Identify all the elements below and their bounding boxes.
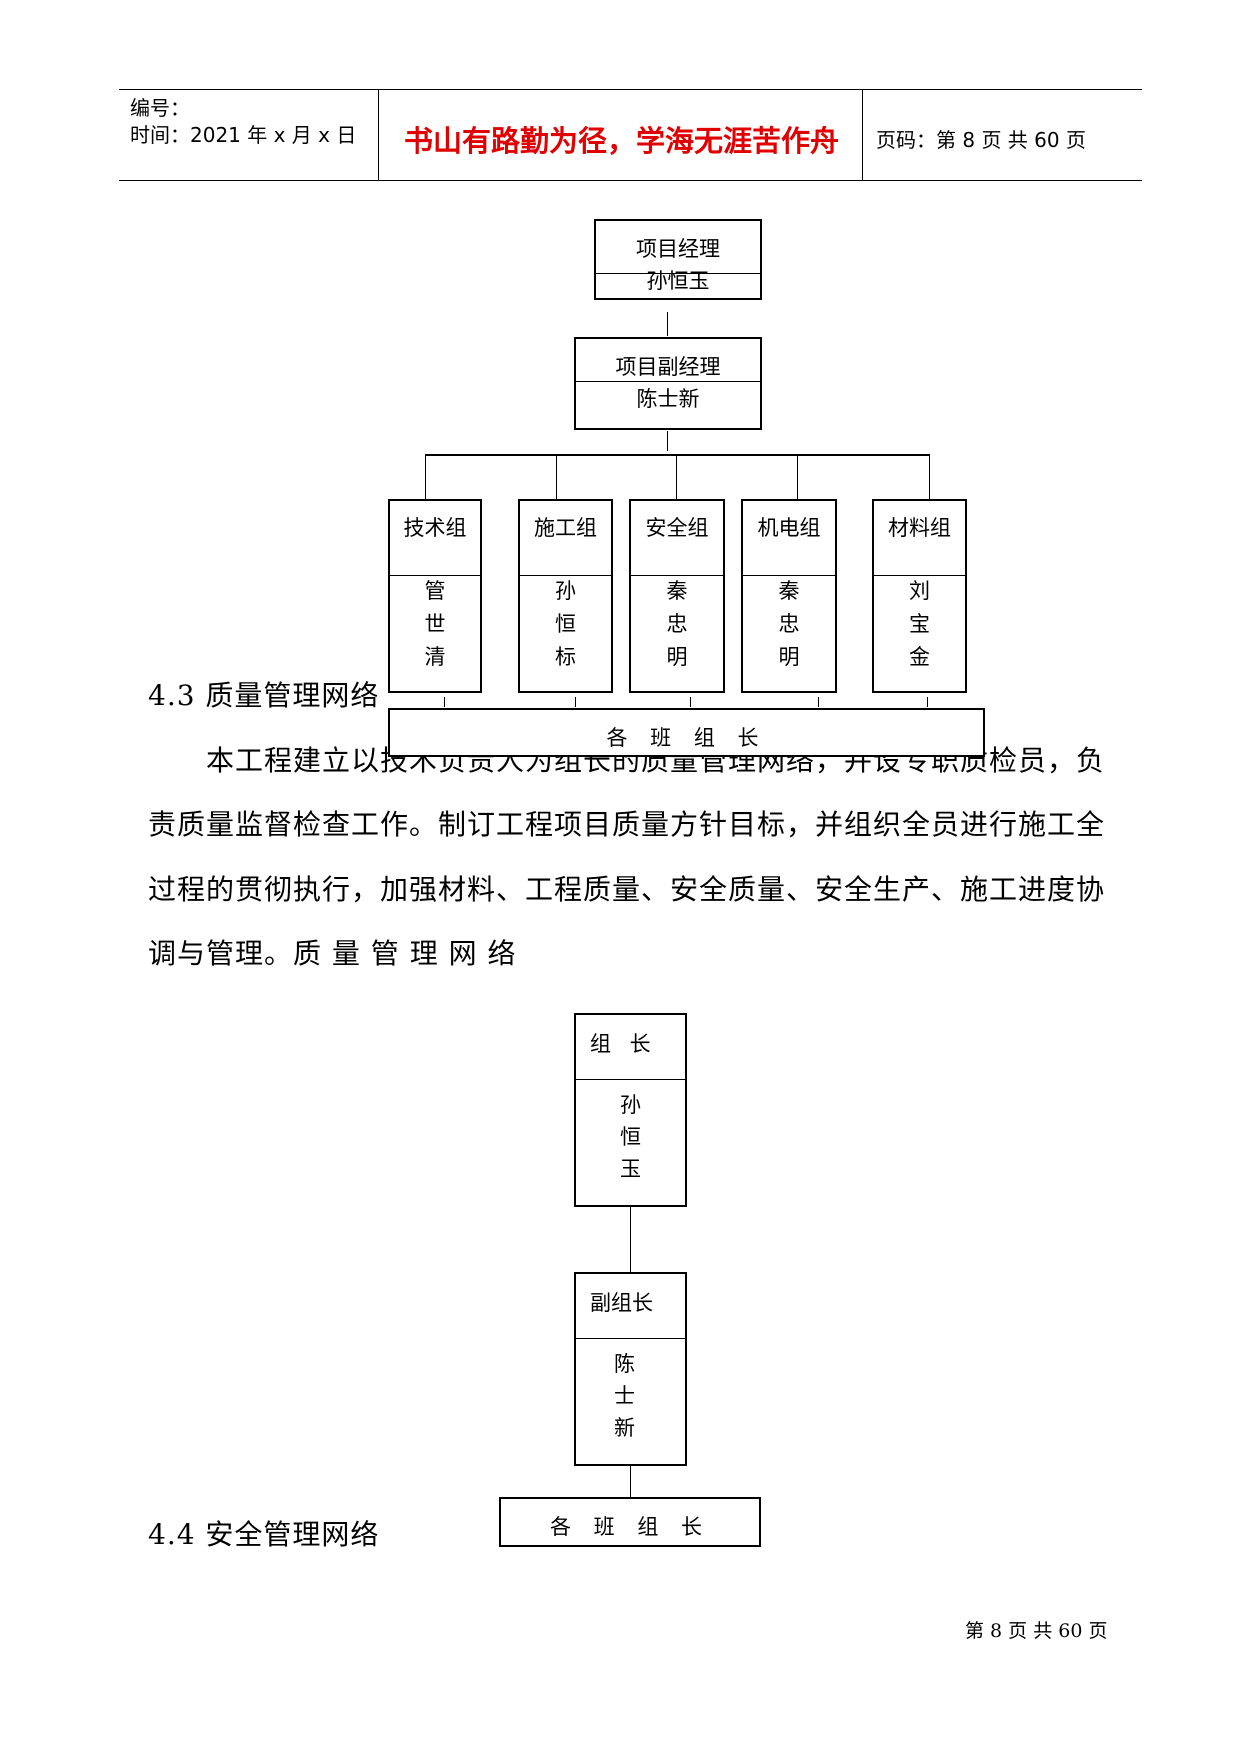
leader-box: 组 长 孙 恒 玉 <box>574 1013 687 1207</box>
group-divider <box>874 575 965 576</box>
group-box-electromechanical: 机电组 秦 忠 明 <box>741 499 837 693</box>
tick-2 <box>575 697 576 707</box>
tick-5 <box>927 697 928 707</box>
group-member-2: 忠 <box>666 612 688 636</box>
connector-deputy-teams <box>630 1466 631 1498</box>
bus-drop-2 <box>556 454 557 499</box>
manager-box: 项目经理 孙恒玉 <box>594 219 762 300</box>
header-motto: 书山有路勤为径，学海无涯苦作舟 <box>404 124 840 158</box>
group-member-3: 清 <box>424 645 446 669</box>
group-divider <box>743 575 835 576</box>
team-leaders-label-2: 各 班 组 长 <box>549 1515 711 1539</box>
group-member-1: 秦 <box>778 579 800 603</box>
tick-1 <box>444 697 445 707</box>
manager-divider <box>596 273 760 274</box>
leader-name-3: 玉 <box>620 1157 641 1181</box>
connector-deputy-bus <box>667 431 668 451</box>
connector-manager-deputy <box>667 312 668 336</box>
group-box-materials: 材料组 刘 宝 金 <box>872 499 967 693</box>
group-member-3: 明 <box>778 645 800 669</box>
group-member-2: 世 <box>424 612 446 636</box>
section-paragraph-line-2: 责质量监督检查工作。制订工程项目质量方针目标，并组织全员进行施工全 <box>148 808 1106 841</box>
group-bus-line <box>425 454 930 456</box>
group-box-construction: 施工组 孙 恒 标 <box>518 499 613 693</box>
group-member-1: 秦 <box>666 579 688 603</box>
tick-3 <box>690 697 691 707</box>
group-box-safety: 安全组 秦 忠 明 <box>629 499 725 693</box>
group-box-tech: 技术组 管 世 清 <box>388 499 482 693</box>
leader-divider <box>576 1079 685 1080</box>
section-heading-4-4: 4.4 安全管理网络 <box>148 1518 380 1551</box>
header-top-rule <box>119 89 1142 90</box>
deputy-leader-name-3: 新 <box>614 1416 635 1440</box>
section-paragraph-line-3: 过程的贯彻执行，加强材料、工程质量、安全质量、安全生产、施工进度协 <box>148 873 1106 906</box>
group-divider <box>520 575 611 576</box>
group-title: 施工组 <box>534 516 597 540</box>
deputy-leader-title: 副组长 <box>590 1291 653 1315</box>
manager-name: 孙恒玉 <box>646 269 710 293</box>
team-leaders-box: 各 班 组 长 <box>388 708 985 757</box>
group-member-1: 刘 <box>909 579 930 603</box>
group-member-3: 金 <box>909 645 930 669</box>
connector-leader-deputy <box>630 1207 631 1272</box>
bus-drop-1 <box>425 454 426 499</box>
group-member-3: 明 <box>666 645 688 669</box>
header-number-label: 编号： <box>130 96 190 120</box>
team-leaders-label: 各 班 组 长 <box>606 726 767 750</box>
group-member-1: 管 <box>424 579 446 603</box>
deputy-title: 项目副经理 <box>615 355 721 379</box>
group-divider <box>631 575 723 576</box>
group-divider <box>390 575 480 576</box>
group-title: 安全组 <box>645 516 709 540</box>
deputy-name: 陈士新 <box>636 387 700 411</box>
group-member-2: 宝 <box>909 612 930 636</box>
footer-page-number: 第 8 页 共 60 页 <box>965 1620 1108 1642</box>
deputy-leader-divider <box>576 1338 685 1339</box>
section-paragraph-line-4: 调与管理。质 量 管 理 网 络 <box>148 937 517 970</box>
tick-4 <box>818 697 819 707</box>
group-member-3: 标 <box>555 645 576 669</box>
group-title: 材料组 <box>888 516 951 540</box>
group-title: 机电组 <box>757 516 821 540</box>
deputy-box: 项目副经理 陈士新 <box>574 337 762 430</box>
bus-drop-3 <box>676 454 677 499</box>
group-member-1: 孙 <box>555 579 576 603</box>
deputy-leader-name-2: 士 <box>614 1384 635 1408</box>
deputy-leader-box: 副组长 陈 士 新 <box>574 1272 687 1466</box>
manager-title: 项目经理 <box>636 237 720 261</box>
deputy-leader-name-1: 陈 <box>614 1352 635 1376</box>
bus-drop-4 <box>797 454 798 499</box>
group-member-2: 恒 <box>555 612 576 636</box>
leader-title: 组 长 <box>590 1032 657 1056</box>
section-heading-4-3: 4.3 质量管理网络 <box>148 679 380 712</box>
header-time-label: 时间：2021 年 x 月 x 日 <box>130 123 357 147</box>
leader-name-2: 恒 <box>620 1125 641 1149</box>
deputy-divider <box>576 381 760 382</box>
group-title: 技术组 <box>403 516 467 540</box>
header-bottom-rule <box>119 180 1142 181</box>
header-divider-right <box>862 89 863 181</box>
header-page-info: 页码：第 8 页 共 60 页 <box>876 128 1086 152</box>
team-leaders-box-2: 各 班 组 长 <box>499 1497 761 1547</box>
leader-name-1: 孙 <box>620 1093 641 1117</box>
group-member-2: 忠 <box>778 612 800 636</box>
bus-drop-5 <box>929 454 930 499</box>
header-divider-left <box>378 89 379 181</box>
